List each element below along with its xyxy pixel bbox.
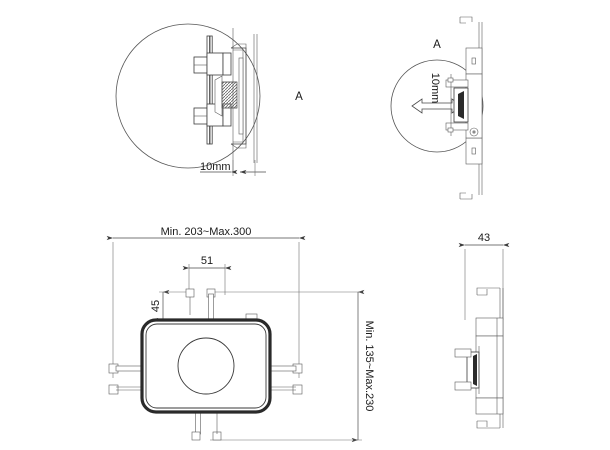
vertical-rail [459, 16, 483, 200]
side-pivot-assembly [454, 346, 480, 394]
dimension-top-offset: 45 [150, 289, 190, 323]
mount-arm-top [185, 288, 216, 321]
dimension-top-offset-label: 45 [150, 300, 162, 312]
dimension-height-main: Min. 135~Max.230 [210, 289, 375, 443]
dimension-depth-label: 43 [478, 232, 490, 244]
side-view-top: A 10mm [390, 16, 484, 200]
detail-circle-boundary-right [390, 59, 484, 153]
bracket-profile [230, 43, 247, 149]
dimension-10mm-right-label: 10mm [429, 73, 441, 104]
detail-circle-boundary [115, 23, 261, 169]
side-view-main: 43 [454, 232, 510, 429]
dimension-height-label: Min. 135~Max.230 [363, 321, 375, 412]
dimension-inner-width-label: 51 [201, 255, 213, 267]
upper-bolt-assembly [193, 52, 232, 76]
mount-arm-right [267, 363, 303, 395]
pivot-head-assembly [445, 74, 469, 136]
threaded-spindle [214, 75, 238, 117]
side-rail-profile [475, 287, 504, 429]
dimension-width-label: Min. 203~Max.300 [161, 226, 252, 238]
front-view-main: Min. 203~Max.300 51 45 Min. 135~Max.230 [106, 226, 375, 443]
dimension-10mm-left: 10mm [200, 160, 266, 176]
detail-view-a-front: A [115, 23, 303, 176]
mount-arm-bottom [191, 397, 222, 441]
mounting-plate [206, 35, 213, 145]
dimension-depth: 43 [458, 232, 510, 320]
center-boss-circle [177, 337, 235, 395]
detail-callout-a-label: A [295, 91, 303, 103]
mount-arm-left [108, 363, 145, 395]
dimension-width-main: Min. 203~Max.300 [106, 226, 306, 378]
dimension-10mm-left-label: 10mm [200, 161, 231, 173]
detail-callout-a-label-right: A [433, 39, 441, 51]
